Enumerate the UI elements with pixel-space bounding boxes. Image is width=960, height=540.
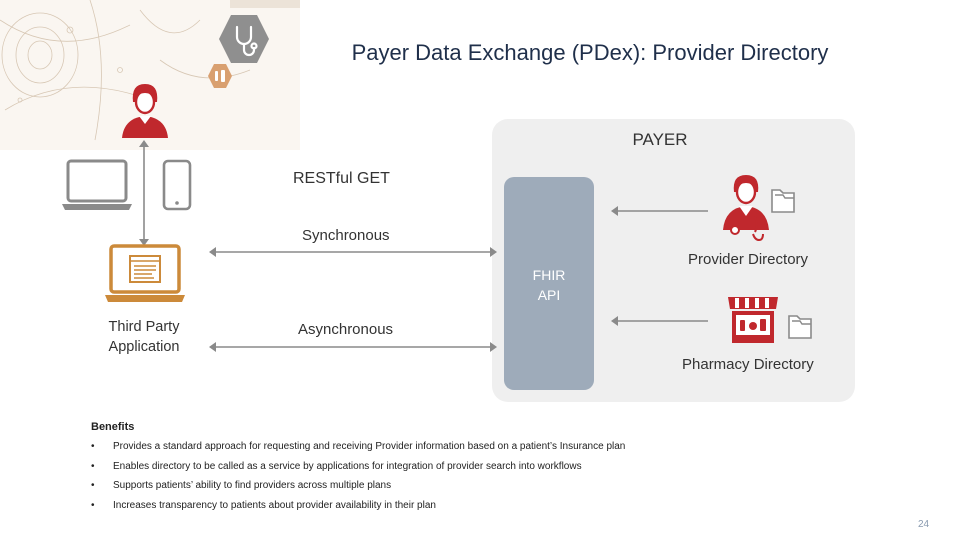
pharmacy-store-icon <box>728 297 778 343</box>
folder-icon <box>771 189 795 213</box>
restful-get-label: RESTful GET <box>293 170 390 187</box>
asynchronous-arrow <box>209 342 497 352</box>
fhir-label-line2: API <box>537 287 561 303</box>
third-party-application-label: Third Party Application <box>96 317 192 357</box>
user-icon <box>122 84 168 138</box>
asynchronous-label: Asynchronous <box>298 321 394 338</box>
third-party-line1: Third Party <box>108 319 180 335</box>
stethoscope-icon <box>219 15 269 63</box>
folder-icon <box>788 315 812 339</box>
pharmacy-to-fhir-arrow <box>611 316 708 326</box>
payer-label: PAYER <box>632 130 688 149</box>
fhir-api-block <box>504 177 594 390</box>
doctor-icon <box>723 175 769 242</box>
provider-to-fhir-arrow <box>611 206 708 216</box>
benefit-text: Enables directory to be called as a serv… <box>113 460 582 472</box>
pharmacy-directory-label: Pharmacy Directory <box>682 356 814 373</box>
page-number: 24 <box>918 519 930 530</box>
bullet: • <box>91 480 95 491</box>
bullet: • <box>91 441 95 452</box>
benefit-text: Increases transparency to patients about… <box>113 499 436 511</box>
app-laptop-icon <box>105 244 185 302</box>
laptop-icon <box>62 159 132 210</box>
medicine-icon <box>208 64 232 88</box>
bullet: • <box>91 499 95 511</box>
fhir-api-label: FHIR API <box>504 265 594 305</box>
user-app-arrow <box>139 140 149 246</box>
benefit-text: Supports patients’ ability to find provi… <box>113 480 392 491</box>
synchronous-label: Synchronous <box>302 227 390 244</box>
synchronous-arrow <box>209 247 497 257</box>
page-title: Payer Data Exchange (PDex): Provider Dir… <box>351 40 829 65</box>
benefit-text: Provides a standard approach for request… <box>113 441 626 452</box>
provider-directory-label: Provider Directory <box>688 251 809 268</box>
bullet: • <box>91 460 95 472</box>
fhir-label-line1: FHIR <box>532 267 566 283</box>
phone-icon <box>162 159 192 211</box>
third-party-line2: Application <box>108 339 180 355</box>
benefits-heading: Benefits <box>91 421 135 433</box>
